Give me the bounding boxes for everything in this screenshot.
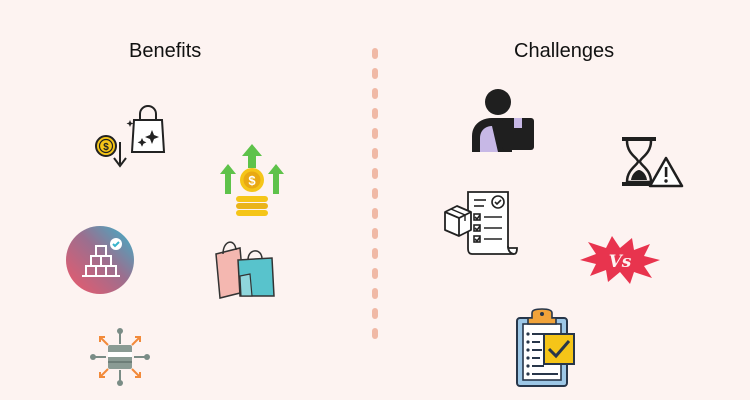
user-with-box-icon — [472, 89, 534, 152]
benefits-heading: Benefits — [129, 40, 202, 62]
challenges-heading: Challenges — [514, 40, 615, 62]
dotted-divider — [372, 48, 378, 339]
inventory-boxes-icon — [66, 226, 134, 294]
order-checklist-icon — [444, 191, 518, 255]
versus-burst-icon: Vs — [580, 236, 660, 284]
svg-text:$: $ — [248, 173, 256, 188]
svg-text:$: $ — [103, 142, 109, 153]
rising-coins-icon: $ — [220, 144, 284, 216]
versus-label: Vs — [609, 252, 632, 272]
price-drop-shopping-bag-icon: $ — [95, 105, 166, 168]
hourglass-warning-icon — [622, 137, 684, 188]
shopping-bags-icon — [215, 241, 275, 299]
clipboard-checklist-icon — [516, 308, 575, 387]
distribution-network-icon — [90, 328, 150, 386]
